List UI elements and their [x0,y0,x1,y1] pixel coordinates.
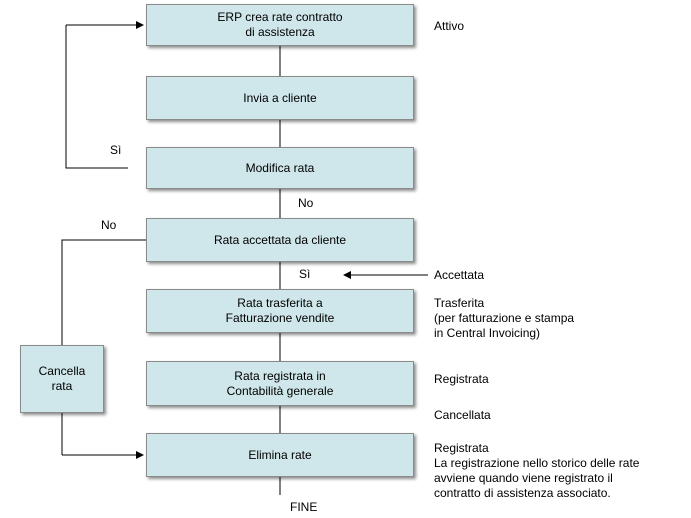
step-cancella-rata-label: Cancella rata [38,364,86,393]
status-accettata: Accettata [434,268,485,282]
status-registrata: Registrata [434,372,489,386]
step-rata-trasferita: Rata trasferita a Fatturazione vendite [146,289,414,333]
connector-no-branch [61,239,146,345]
step-rata-registrata: Rata registrata in Contabilità generale [146,361,414,406]
step-rata-registrata-label: Rata registrata in Contabilità generale [226,368,334,398]
step-invia-cliente-label: Invia a cliente [243,90,317,105]
step-elimina-rate: Elimina rate [146,433,414,477]
step-rata-accettata: Rata accettata da cliente [146,218,414,262]
step-modifica-rata: Modifica rata [146,147,414,189]
step-rata-trasferita-label: Rata trasferita a Fatturazione vendite [225,296,335,325]
end-fine-label: FINE [290,500,318,514]
branch-si-label: Sì [299,267,311,281]
status-trasferita: Trasferita (per fatturazione e stampa in… [434,296,575,340]
step-invia-cliente: Invia a cliente [146,76,414,120]
step-cancella-rata: Cancella rata [20,345,104,413]
branch-no-label: No [298,196,314,210]
branch-si-loop-label: Sì [110,143,122,157]
status-attivo: Attivo [434,19,465,33]
step-erp-crea-rate-label: ERP crea rate contratto di assistenza [217,10,343,39]
connector-loop-si [65,25,128,169]
step-rata-accettata-label: Rata accettata da cliente [213,232,347,247]
step-modifica-rata-label: Modifica rata [245,160,315,175]
branch-no-left-label: No [101,218,117,232]
step-erp-crea-rate: ERP crea rate contratto di assistenza [146,4,414,46]
status-registrata-final: Registrata La registrazione nello storic… [434,441,640,500]
step-elimina-rate-label: Elimina rate [248,447,312,462]
status-cancellata: Cancellata [434,408,491,422]
